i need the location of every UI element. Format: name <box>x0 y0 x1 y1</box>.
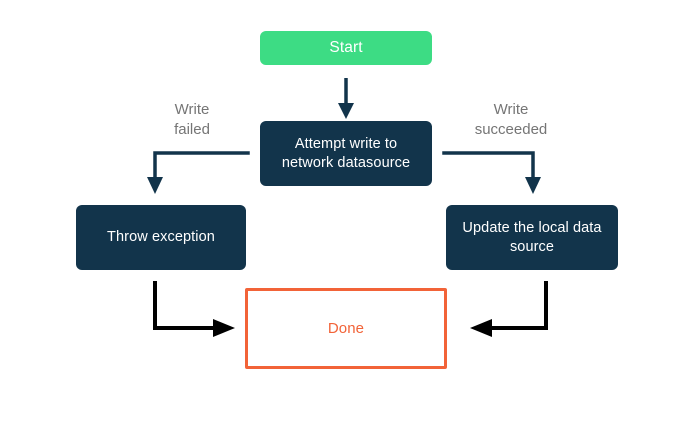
node-update-local-data-source[interactable]: Update the local data source <box>446 205 618 270</box>
node-attempt-write-label: Attempt write to network datasource <box>281 135 411 171</box>
edge-throw-to-done <box>153 281 235 337</box>
node-done[interactable]: Done <box>245 288 447 369</box>
edge-label-write-failed: Write failed <box>174 101 210 138</box>
edge-attempt-to-throw <box>147 151 250 194</box>
node-throw-exception[interactable]: Throw exception <box>76 205 246 270</box>
node-start-label: Start <box>329 39 363 57</box>
node-done-label: Done <box>327 319 365 337</box>
node-start[interactable]: Start <box>260 31 432 65</box>
edge-attempt-to-update <box>442 151 541 194</box>
edge-label-write-succeeded: Write succeeded <box>474 101 548 138</box>
node-throw-exception-label: Throw exception <box>107 229 215 246</box>
edge-start-to-attempt <box>338 78 354 119</box>
node-attempt-write[interactable]: Attempt write to network datasource <box>260 121 432 186</box>
edge-update-to-done <box>470 281 548 337</box>
node-update-local-data-source-label: Update the local data source <box>462 219 602 255</box>
